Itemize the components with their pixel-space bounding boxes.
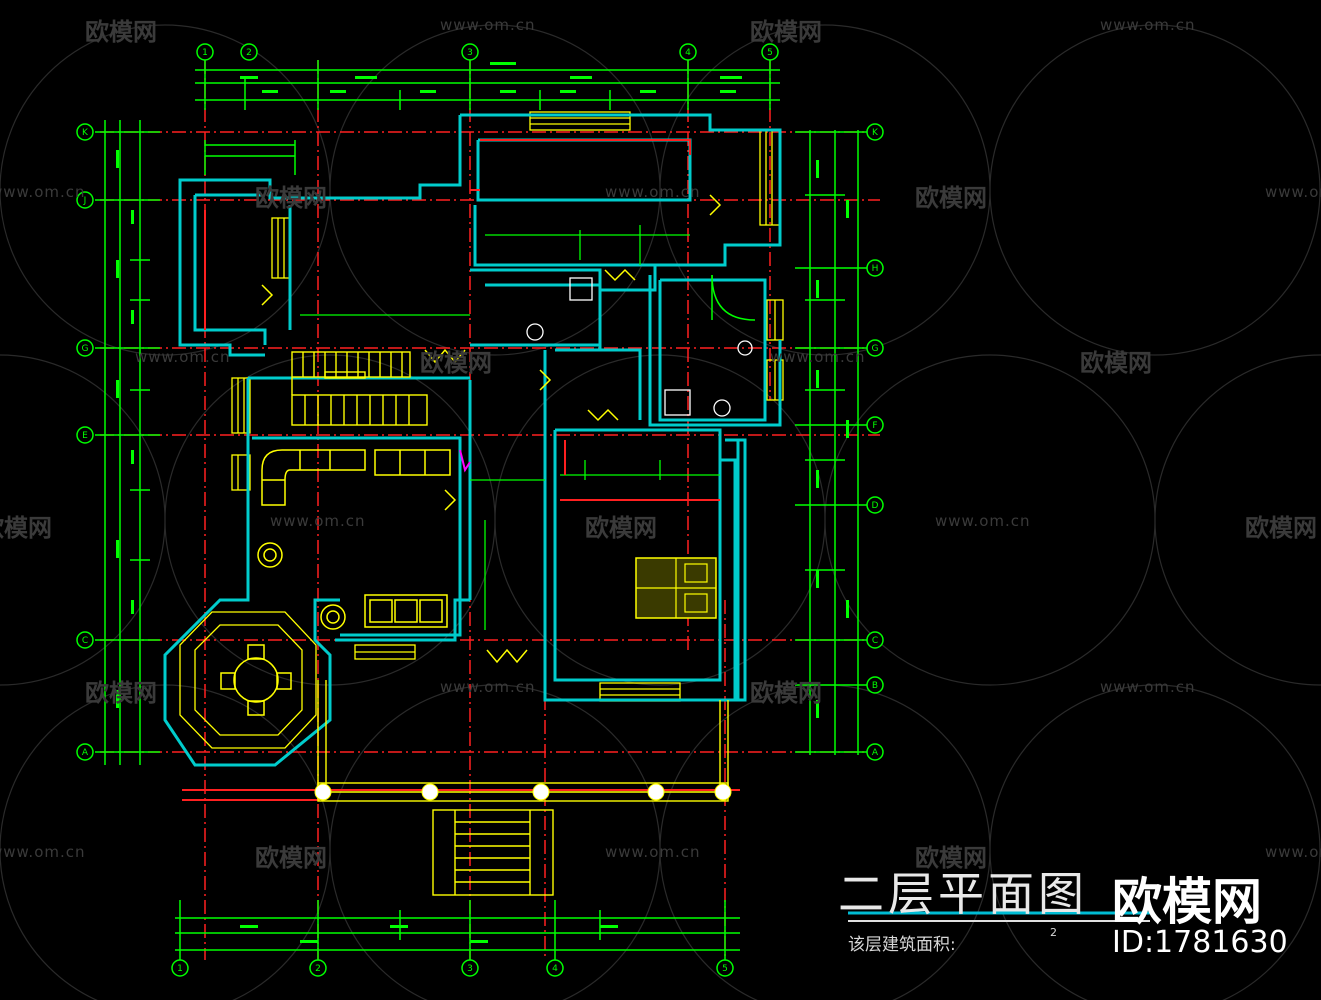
axis-label-right-h: H bbox=[872, 264, 879, 274]
watermark-logo: 欧模网 bbox=[255, 184, 327, 212]
watermark-logo: 欧模网 bbox=[420, 349, 492, 377]
front-steps bbox=[432, 809, 554, 896]
watermark-logo: 欧模网 bbox=[1245, 514, 1317, 542]
axis-label-top-3: 3 bbox=[467, 48, 473, 58]
axis-label-right-d: D bbox=[872, 501, 879, 511]
right-dimension-lines bbox=[795, 130, 870, 755]
watermark-logo: 欧模网 bbox=[255, 844, 327, 872]
axis-bubbles-top bbox=[196, 43, 779, 61]
watermark-url: www.om.cn bbox=[270, 512, 366, 530]
armchairs bbox=[257, 542, 346, 630]
axis-label-left-a: A bbox=[82, 748, 89, 758]
watermark-url: www.om.cn bbox=[0, 843, 86, 861]
watermark-url: www.om.cn bbox=[1100, 16, 1196, 34]
watermark-url: www.om.cn bbox=[605, 843, 701, 861]
veranda-railing bbox=[317, 680, 729, 802]
watermark-url: www.om.cn bbox=[605, 183, 701, 201]
axis-label-left-c: C bbox=[82, 636, 88, 646]
watermark-url: www.om.cn bbox=[1100, 678, 1196, 696]
floor-area-superscript: 2 bbox=[1050, 926, 1057, 939]
watermark-logo: 欧模网 bbox=[1080, 349, 1152, 377]
watermark-url: www.om.cn bbox=[135, 348, 231, 366]
left-dimension-lines bbox=[95, 120, 160, 765]
watermark-logo: 欧模网 bbox=[915, 184, 987, 212]
door-swings bbox=[261, 194, 756, 664]
axis-label-top-1: 1 bbox=[202, 48, 208, 58]
axis-label-bottom-5: 5 bbox=[722, 964, 728, 974]
axis-label-bottom-1: 1 bbox=[177, 964, 183, 974]
axis-bubbles-bottom bbox=[171, 959, 734, 977]
watermark-url: www.om.cn bbox=[440, 16, 536, 34]
watermark-url: www.om.cn bbox=[1265, 843, 1321, 861]
window-strips bbox=[231, 111, 784, 702]
watermark-logo: 欧模网 bbox=[750, 679, 822, 707]
axis-label-right-k: K bbox=[872, 128, 879, 138]
title-underline bbox=[848, 911, 1150, 922]
room-dimension-lines bbox=[300, 225, 720, 630]
sofa-three-seat bbox=[364, 594, 448, 628]
red-structure bbox=[182, 139, 740, 801]
axis-label-top-4: 4 bbox=[685, 48, 691, 58]
watermark-url: www.om.cn bbox=[770, 348, 866, 366]
axis-label-left-e: E bbox=[82, 431, 88, 441]
drawing-title: 二层平面图 bbox=[838, 867, 1088, 921]
axis-bubbles-right bbox=[866, 123, 884, 761]
axis-label-left-j: J bbox=[83, 196, 87, 206]
watermark-url: www.om.cn bbox=[935, 512, 1031, 530]
watermark-logo: 欧模网 bbox=[85, 18, 157, 46]
floor-area-label: 该层建筑面积: bbox=[848, 935, 956, 955]
axis-label-left-k: K bbox=[82, 128, 89, 138]
axis-label-right-a: A bbox=[872, 748, 879, 758]
watermark-logo: 欧模网 bbox=[85, 679, 157, 707]
watermark-logo: 欧模网 bbox=[915, 844, 987, 872]
axis-bubbles-left bbox=[76, 123, 94, 761]
veranda-columns bbox=[314, 783, 732, 801]
watermark-logo: 欧模网 bbox=[0, 514, 52, 542]
bottom-dimension-lines bbox=[175, 900, 740, 960]
watermark-url: www.om.cn bbox=[1265, 183, 1321, 201]
axis-label-left-g: G bbox=[82, 344, 89, 354]
axis-label-top-5: 5 bbox=[767, 48, 773, 58]
axis-label-bottom-3: 3 bbox=[467, 964, 473, 974]
axis-label-right-g: G bbox=[872, 344, 879, 354]
sofa-l-shaped bbox=[261, 449, 451, 506]
top-dimension-lines bbox=[195, 60, 780, 175]
magenta-marker bbox=[459, 449, 471, 473]
axis-label-right-f: F bbox=[872, 421, 877, 431]
axis-label-top-2: 2 bbox=[246, 48, 252, 58]
staircase bbox=[291, 351, 428, 426]
dining-table bbox=[220, 644, 292, 716]
axis-label-right-c: C bbox=[872, 636, 878, 646]
axis-label-bottom-2: 2 bbox=[315, 964, 321, 974]
watermark-logo: 欧模网 bbox=[585, 514, 657, 542]
dimension-annotations bbox=[116, 62, 849, 943]
axis-label-bottom-4: 4 bbox=[552, 964, 558, 974]
watermark-url: www.om.cn bbox=[0, 183, 86, 201]
watermark-logo: 欧模网 bbox=[750, 18, 822, 46]
walls bbox=[163, 113, 782, 767]
model-id: ID:1781630 bbox=[1112, 925, 1288, 960]
bathroom-fixtures bbox=[526, 277, 753, 417]
brand-logo: 欧模网 bbox=[1112, 873, 1262, 931]
axis-label-right-b: B bbox=[872, 681, 878, 691]
watermark-url: www.om.cn bbox=[440, 678, 536, 696]
octagon-bay-windows bbox=[179, 611, 317, 749]
